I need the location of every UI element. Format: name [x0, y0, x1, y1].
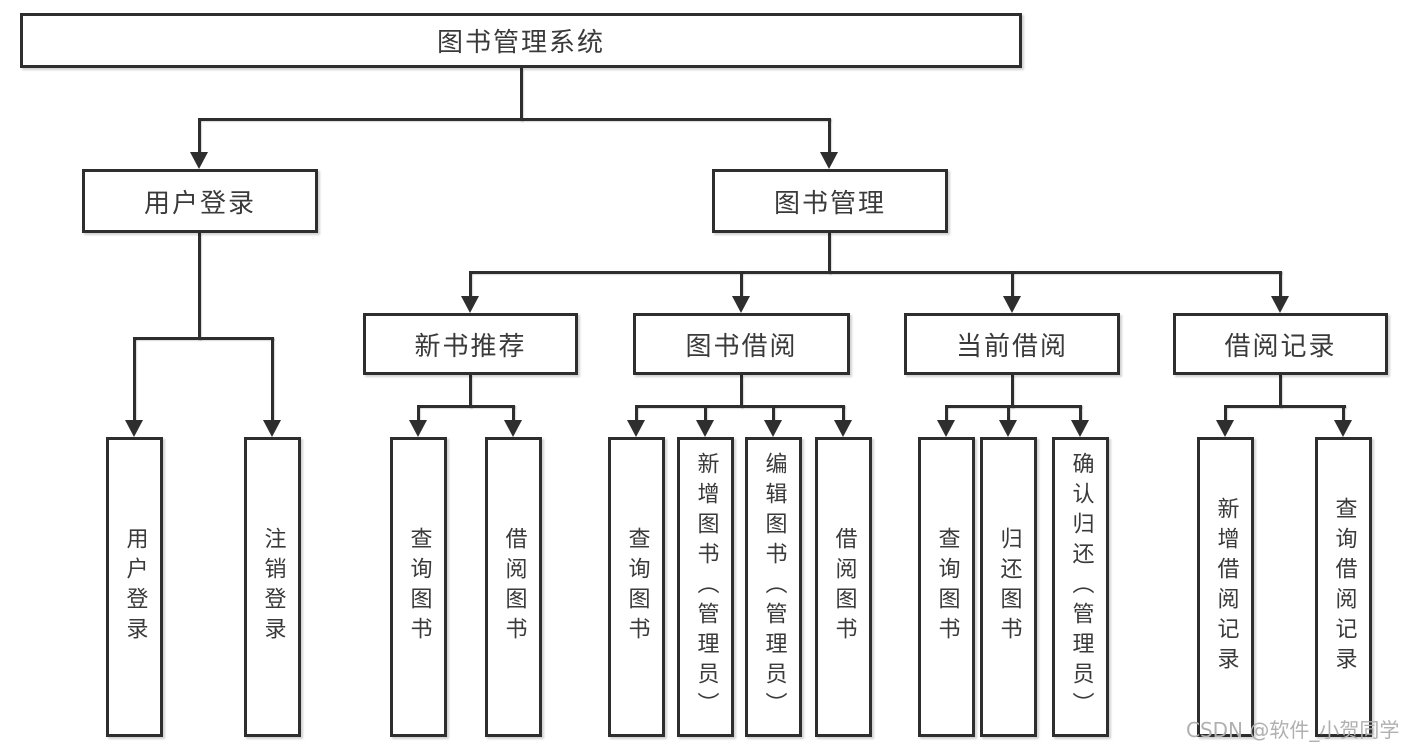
connector-line: [740, 375, 743, 408]
node-root: 图书管理系统: [20, 13, 1022, 68]
leaf-cb-return-books-label: 归还图书: [996, 527, 1022, 647]
leaf-cb-return-books: 归还图书: [980, 437, 1037, 737]
arrow-down-icon: [1216, 420, 1234, 437]
node-root-label: 图书管理系统: [436, 28, 605, 58]
arrow-down-icon: [190, 152, 208, 169]
arrow-down-icon: [1003, 296, 1021, 313]
connector-line: [740, 271, 743, 298]
connector-line: [417, 405, 515, 408]
connector-line: [1079, 405, 1082, 422]
connector-line: [1007, 405, 1010, 422]
connector-line: [1279, 375, 1282, 408]
node-borrow-records: 借阅记录: [1173, 313, 1388, 375]
connector-line: [1011, 271, 1014, 298]
connector-line: [1342, 405, 1345, 422]
leaf-br-add-record-label: 新增借阅记录: [1213, 497, 1239, 677]
connector-line: [417, 405, 420, 422]
connector-line: [520, 68, 523, 121]
connector-line: [469, 271, 1282, 274]
arrow-down-icon: [1271, 296, 1289, 313]
leaf-user-login: 用户登录: [106, 437, 163, 737]
node-user-login: 用户登录: [82, 169, 318, 233]
node-borrow-records-label: 借阅记录: [1224, 331, 1337, 362]
connector-line: [635, 405, 845, 408]
leaf-br-query-record-label: 查询借阅记录: [1331, 497, 1357, 677]
leaf-cb-confirm-return-admin-label: 确认归还（管理员）: [1068, 452, 1094, 722]
leaf-bb-query-books-label: 查询图书: [624, 527, 650, 647]
connector-line: [469, 271, 472, 298]
arrow-down-icon: [125, 420, 143, 437]
node-book-mgmt: 图书管理: [712, 169, 948, 233]
node-book-borrow-label: 图书借阅: [685, 331, 798, 362]
leaf-cb-confirm-return-admin: 确认归还（管理员）: [1052, 437, 1109, 737]
leaf-bb-borrow-books: 借阅图书: [815, 437, 872, 737]
connector-line: [1224, 405, 1346, 408]
connector-line: [828, 233, 831, 274]
connector-line: [1011, 375, 1014, 408]
connector-line: [842, 405, 845, 422]
watermark: CSDN @软件_小贺同学: [1186, 718, 1400, 742]
arrow-down-icon: [937, 420, 955, 437]
leaf-bb-query-books: 查询图书: [608, 437, 665, 737]
node-book-borrow: 图书借阅: [633, 313, 850, 375]
arrow-down-icon: [732, 296, 750, 313]
arrow-down-icon: [820, 152, 838, 169]
leaf-user-login-label: 用户登录: [122, 527, 148, 647]
arrow-down-icon: [1334, 420, 1352, 437]
node-user-login-label: 用户登录: [143, 188, 256, 219]
arrow-down-icon: [504, 420, 522, 437]
arrow-down-icon: [1071, 420, 1089, 437]
arrow-down-icon: [696, 420, 714, 437]
node-new-book-rec: 新书推荐: [363, 313, 578, 375]
arrow-down-icon: [764, 420, 782, 437]
connector-line: [469, 375, 472, 408]
connector-line: [512, 405, 515, 422]
connector-line: [635, 405, 638, 422]
connector-line: [704, 405, 707, 422]
node-book-mgmt-label: 图书管理: [773, 188, 886, 219]
connector-line: [198, 118, 201, 154]
connector-line: [945, 405, 1082, 408]
connector-line: [945, 405, 948, 422]
leaf-br-query-record: 查询借阅记录: [1315, 437, 1372, 737]
connector-line: [271, 337, 274, 422]
node-current-borrow-label: 当前借阅: [955, 331, 1068, 362]
leaf-rec-query-books-label: 查询图书: [406, 527, 432, 647]
connector-line: [828, 118, 831, 154]
leaf-cb-query-books: 查询图书: [918, 437, 975, 737]
leaf-bb-borrow-books-label: 借阅图书: [831, 527, 857, 647]
leaf-bb-add-books-admin-label: 新增图书（管理员）: [693, 452, 719, 722]
arrow-down-icon: [409, 420, 427, 437]
connector-line: [133, 337, 274, 340]
leaf-rec-borrow-books: 借阅图书: [485, 437, 542, 737]
connector-line: [1224, 405, 1227, 422]
leaf-rec-borrow-books-label: 借阅图书: [501, 527, 527, 647]
connector-line: [1279, 271, 1282, 298]
leaf-cb-query-books-label: 查询图书: [934, 527, 960, 647]
arrow-down-icon: [627, 420, 645, 437]
leaf-logout-label: 注销登录: [260, 527, 286, 647]
arrow-down-icon: [461, 296, 479, 313]
connector-line: [198, 233, 201, 340]
arrow-down-icon: [999, 420, 1017, 437]
arrow-down-icon: [834, 420, 852, 437]
leaf-bb-edit-books-admin: 编辑图书（管理员）: [745, 437, 802, 737]
leaf-bb-edit-books-admin-label: 编辑图书（管理员）: [761, 452, 787, 722]
leaf-br-add-record: 新增借阅记录: [1197, 437, 1254, 737]
leaf-rec-query-books: 查询图书: [390, 437, 447, 737]
connector-line: [772, 405, 775, 422]
node-new-book-rec-label: 新书推荐: [414, 331, 527, 362]
node-current-borrow: 当前借阅: [904, 313, 1120, 375]
arrow-down-icon: [263, 420, 281, 437]
leaf-logout: 注销登录: [244, 437, 301, 737]
connector-line: [198, 118, 831, 121]
connector-line: [133, 337, 136, 422]
leaf-bb-add-books-admin: 新增图书（管理员）: [677, 437, 734, 737]
